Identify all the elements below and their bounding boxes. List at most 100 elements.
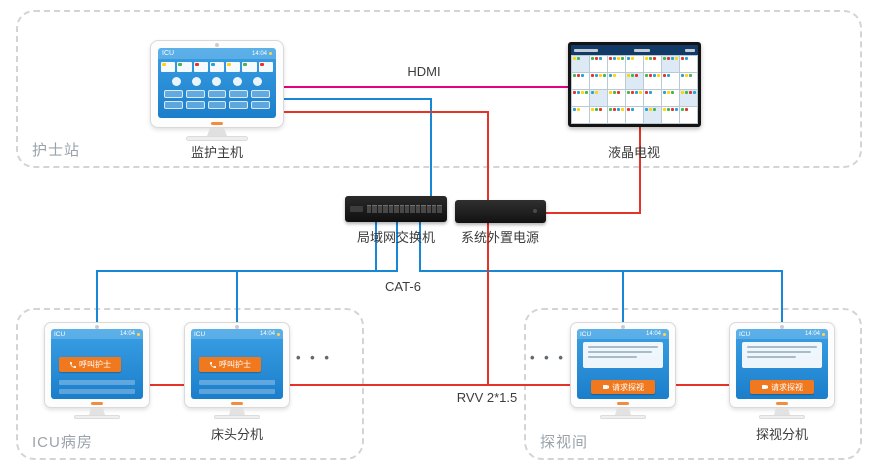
- call-nurse-button: 呼叫护士: [59, 357, 121, 372]
- video-camera-icon: [603, 385, 609, 389]
- call-nurse-button: 呼叫护士: [199, 357, 261, 372]
- hdmi-cable: [284, 86, 568, 88]
- device-bedside-extension-1: ICU 14:04 呼叫护士: [44, 322, 150, 419]
- cat6-label: CAT-6: [385, 279, 421, 294]
- power-cable-host-v: [487, 111, 489, 200]
- network-cable-bedside-2: [236, 270, 238, 322]
- brand-logo: [211, 122, 223, 125]
- tablet-stand: [89, 408, 105, 415]
- bedside-screen: ICU 14:04 呼叫护士: [191, 329, 283, 399]
- network-cable-bedside-1: [96, 270, 98, 322]
- host-bed-cards: [158, 59, 276, 73]
- screen-title: ICU: [194, 330, 206, 338]
- network-cable-switch-drop-2: [396, 222, 398, 270]
- screen-title: ICU: [54, 330, 66, 338]
- host-screen-time: 14:04: [252, 51, 272, 57]
- request-visit-button: 请求探视: [750, 380, 814, 394]
- tablet-base: [214, 415, 260, 419]
- tv-board-header: [571, 45, 698, 55]
- screen-time: 14:04: [120, 331, 140, 337]
- tablet-base: [759, 415, 805, 419]
- tablet-stand: [229, 408, 245, 415]
- network-cable-switch-drop-1: [375, 222, 377, 270]
- visitor-label: 探视分机: [755, 427, 808, 442]
- host-button-row-2: [158, 98, 276, 109]
- tablet-stand: [774, 408, 790, 415]
- network-cable-visitor-2: [781, 270, 783, 322]
- video-camera-icon: [762, 385, 768, 389]
- monitor-base: [186, 136, 248, 141]
- network-cable-host-v: [430, 98, 432, 196]
- screen-header: ICU 14:04: [736, 329, 828, 339]
- tablet-stand: [615, 408, 631, 415]
- network-cable-right-bus: [419, 270, 783, 272]
- host-button-row-1: [158, 87, 276, 98]
- screen-header: ICU 14:04: [51, 329, 143, 339]
- screen-title: ICU: [580, 330, 592, 338]
- request-visit-label: 请求探视: [612, 382, 644, 392]
- zone-visit-room-label: 探视间: [540, 434, 589, 451]
- rvv-label: RVV 2*1.5: [456, 390, 518, 405]
- screen-title: ICU: [739, 330, 751, 338]
- visitor-screen: ICU 14:04 请求探视: [577, 329, 669, 399]
- camera-icon: [95, 325, 99, 329]
- monitor-host-screen: ICU 14:04: [158, 48, 276, 118]
- power-cable-bus-seg-2: [290, 384, 571, 386]
- tablet-base: [74, 415, 120, 419]
- notice-panel: [742, 342, 822, 368]
- call-nurse-label: 呼叫护士: [219, 360, 251, 369]
- switch-ports: [367, 205, 442, 213]
- bedside-screen: ICU 14:04 呼叫护士: [51, 329, 143, 399]
- visitor-screen: ICU 14:04 请求探视: [736, 329, 828, 399]
- tv-label: 液晶电视: [607, 145, 660, 160]
- screen-row-placeholder: [199, 380, 275, 385]
- device-visitor-extension-1: ICU 14:04 请求探视: [570, 322, 676, 419]
- request-visit-button: 请求探视: [591, 380, 655, 394]
- device-lan-switch: [345, 196, 447, 222]
- screen-header: ICU 14:04: [577, 329, 669, 339]
- network-cable-host-h: [284, 98, 432, 100]
- network-cable-visitor-1: [622, 270, 624, 322]
- tv-board-grid: [571, 55, 698, 124]
- zone-nurse-station-label: 护士站: [32, 142, 81, 159]
- screen-row-placeholder: [59, 380, 135, 385]
- device-visitor-extension-2: ICU 14:04 请求探视: [729, 322, 835, 419]
- brand-logo: [91, 402, 103, 405]
- screen-time: 14:04: [260, 331, 280, 337]
- screen-time: 14:04: [805, 331, 825, 337]
- screen-row-placeholder: [59, 389, 135, 394]
- host-screen-title: ICU: [162, 50, 175, 57]
- brand-logo: [776, 402, 788, 405]
- power-cable-tv-v: [639, 126, 641, 214]
- power-cable-tv-h: [546, 212, 641, 214]
- hdmi-label: HDMI: [407, 64, 441, 79]
- request-visit-label: 请求探视: [771, 382, 803, 392]
- power-cable-host-h: [284, 111, 489, 113]
- host-icon-row: [158, 73, 276, 87]
- monitor-stand: [207, 128, 227, 136]
- device-monitor-host: ICU 14:04: [150, 40, 284, 128]
- camera-icon: [621, 325, 625, 329]
- power-cable-main-v: [487, 223, 489, 385]
- call-nurse-label: 呼叫护士: [79, 360, 111, 369]
- switch-label: 局域网交换机: [356, 230, 435, 245]
- power-cable-bus-seg-3: [675, 384, 730, 386]
- power-cable-bus-seg-1: [150, 384, 185, 386]
- camera-icon: [780, 325, 784, 329]
- zone-icu-ward-label: ICU病房: [32, 434, 93, 451]
- camera-icon: [235, 325, 239, 329]
- screen-time: 14:04: [646, 331, 666, 337]
- camera-icon: [215, 43, 219, 47]
- zone-nurse-station: 护士站: [16, 10, 862, 168]
- more-bedside-units: • • •: [296, 350, 332, 365]
- bedside-label: 床头分机: [210, 427, 263, 442]
- more-visitor-units: • • •: [530, 350, 566, 365]
- device-bedside-extension-2: ICU 14:04 呼叫护士: [184, 322, 290, 419]
- monitor-host-label: 监护主机: [190, 145, 243, 160]
- phone-icon: [210, 361, 216, 368]
- network-cable-switch-drop-3: [419, 222, 421, 270]
- brand-logo: [617, 402, 629, 405]
- host-screen-header: ICU 14:04: [158, 48, 276, 59]
- phone-icon: [70, 361, 76, 368]
